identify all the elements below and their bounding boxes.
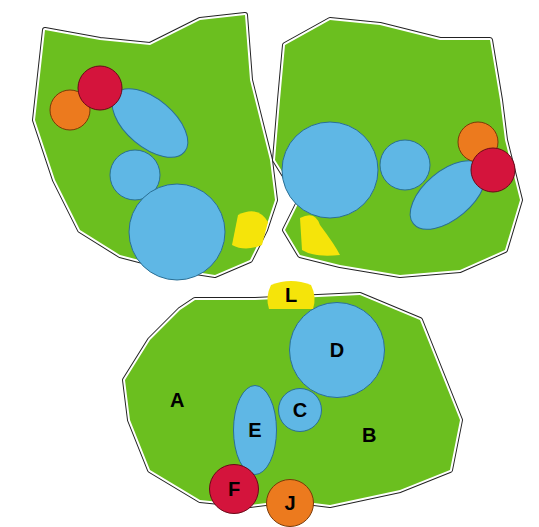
left-subunit [35,15,275,280]
blue-domain: D [289,302,385,398]
region-letter: J [284,493,295,513]
region-letter: A [170,390,184,410]
region-letter: B [362,425,376,445]
yellow-region: L [265,279,317,311]
right-subunit [275,20,520,275]
region-letter: E [248,420,261,440]
region-letter: C [293,400,307,420]
orange-site: J [266,479,314,527]
region-letter: D [330,340,344,360]
blue-domain: C [278,388,322,432]
region-letter: F [228,479,240,499]
blue-domain: E [233,385,277,475]
region-letter: L [285,285,297,305]
red-site: F [209,464,259,514]
